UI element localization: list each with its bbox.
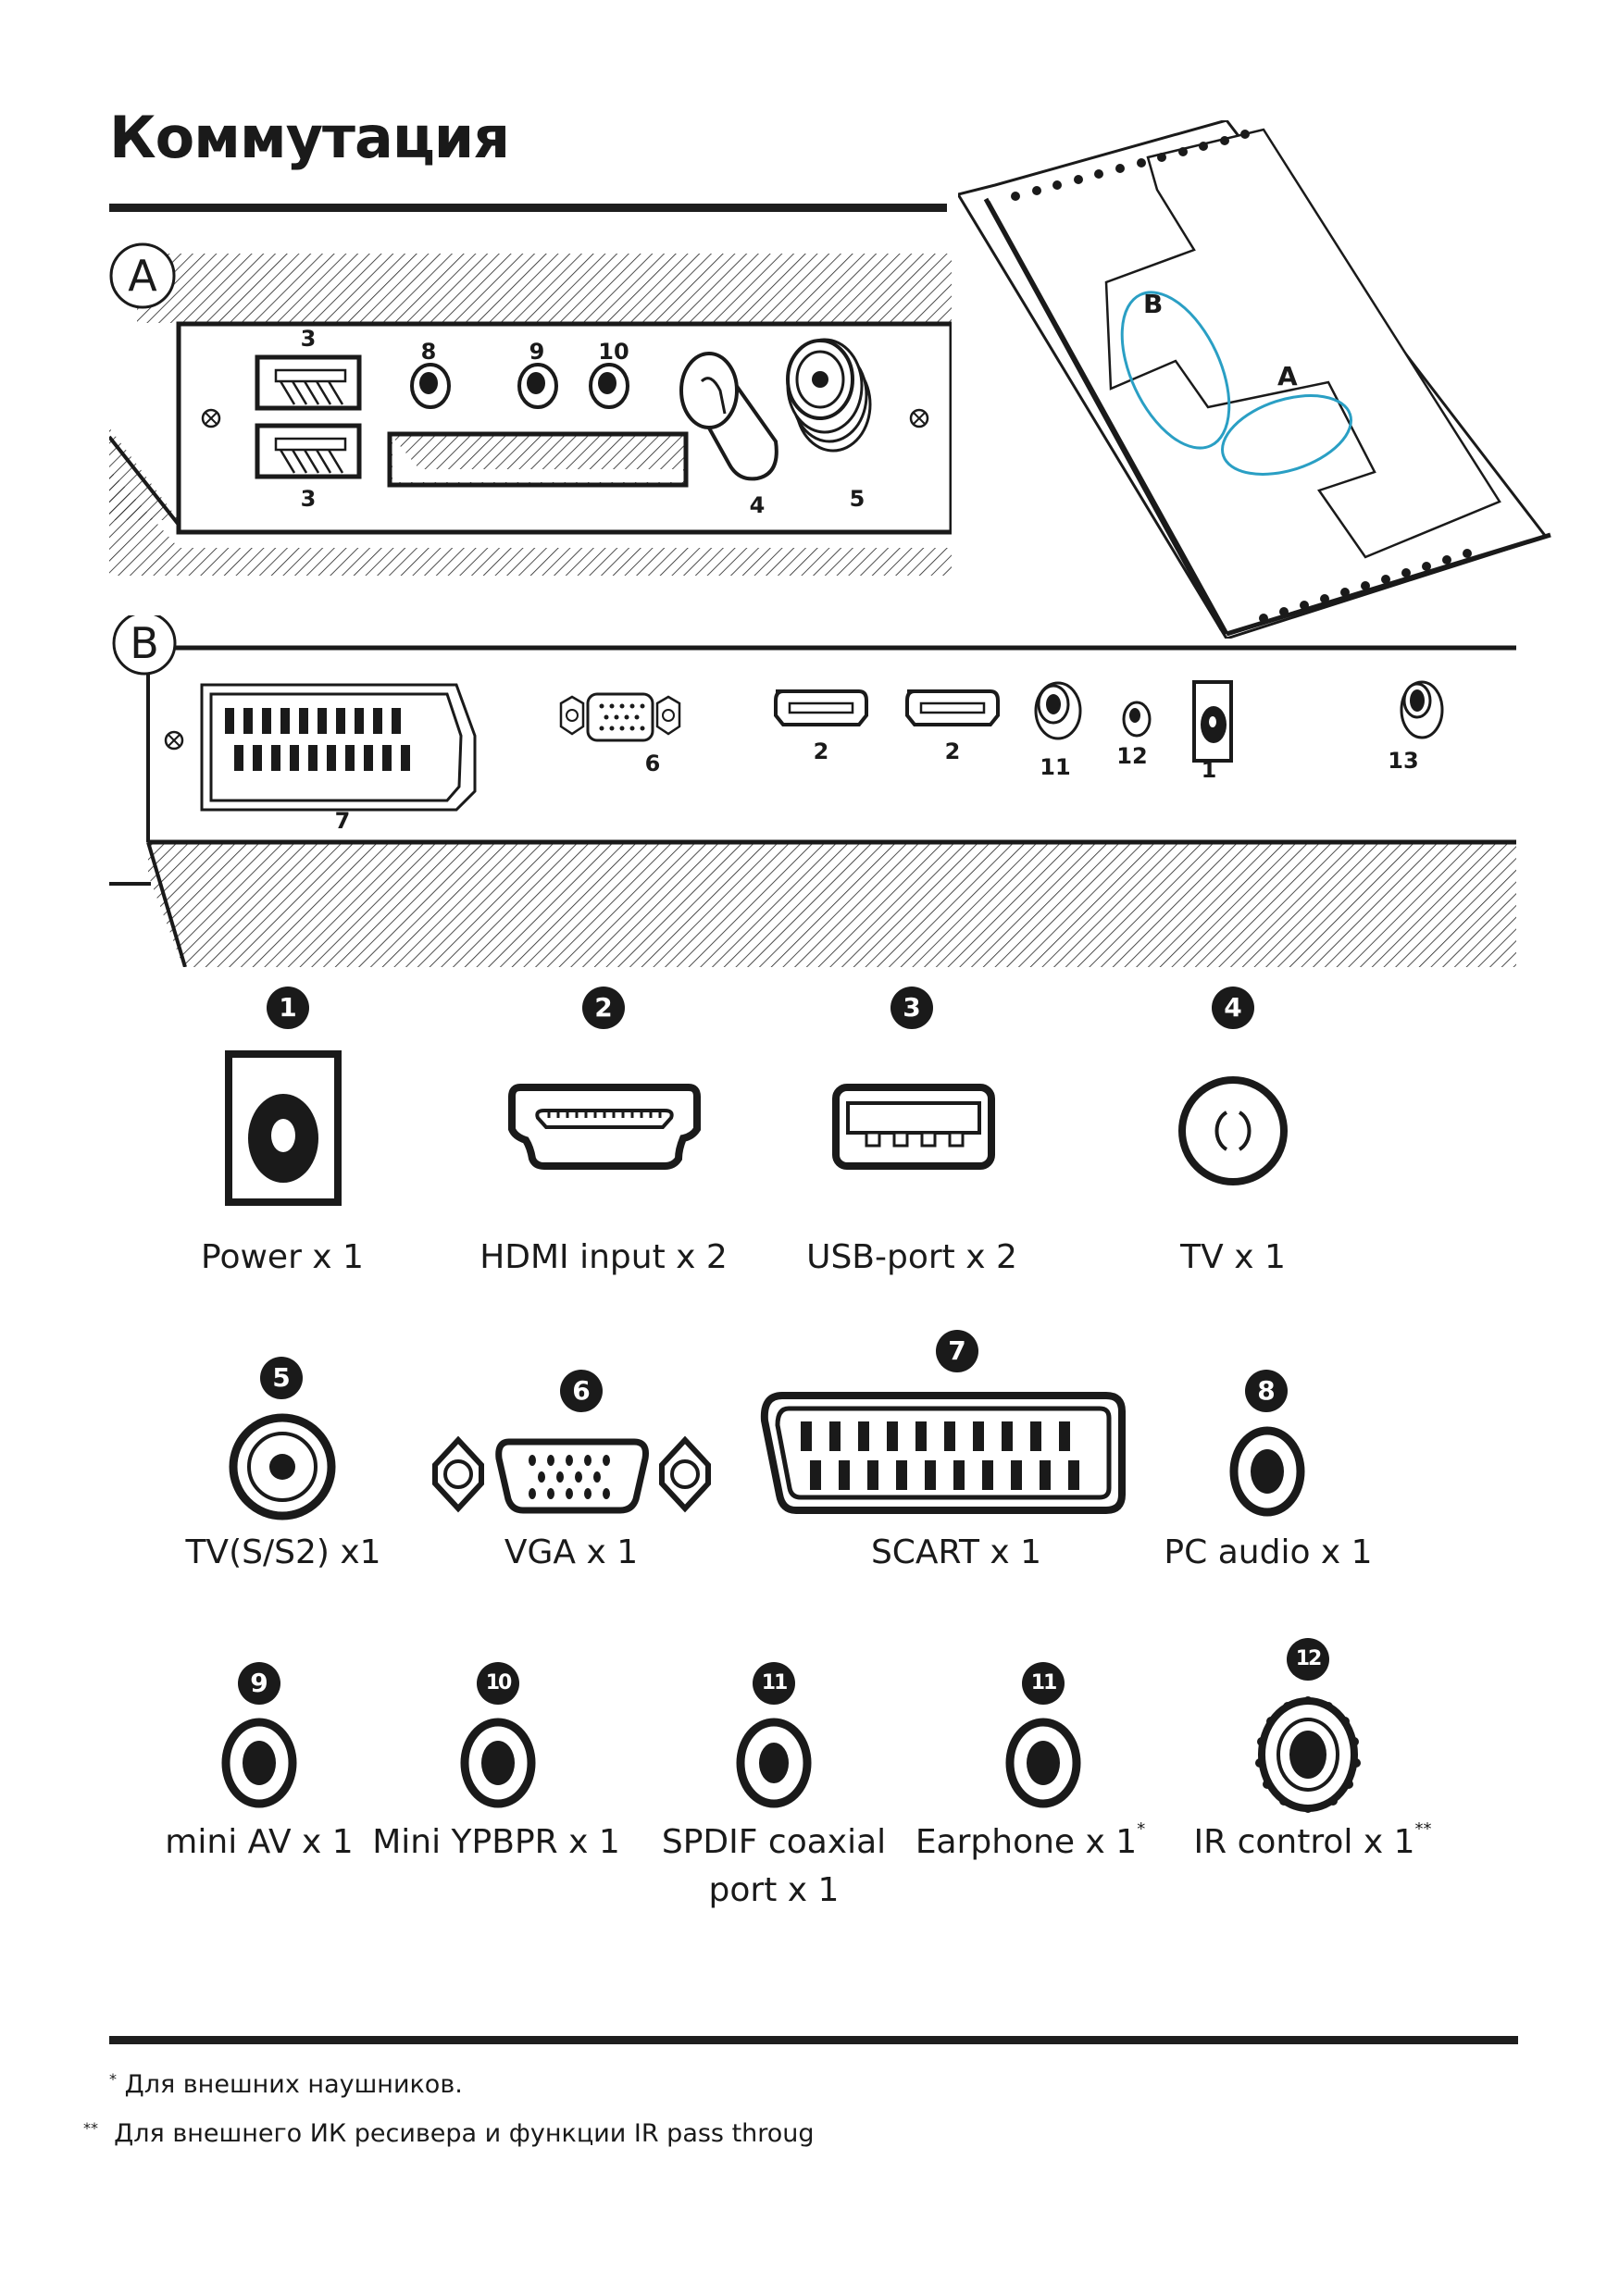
connector-label: Earphone x 1*: [915, 1819, 1145, 1861]
svg-text:5: 5: [850, 486, 866, 512]
scart-port-icon: [760, 1392, 1126, 1514]
hdmi-port-icon: [905, 689, 1000, 726]
hdmi-port-icon: [508, 1084, 701, 1170]
svg-text:6: 6: [645, 751, 661, 776]
scart-port-icon: [200, 683, 477, 812]
usb-port-icon: [255, 423, 362, 479]
footnote-mark: **: [1414, 1819, 1432, 1839]
svg-text:13: 13: [1388, 748, 1418, 774]
svg-text:10: 10: [598, 339, 629, 365]
number-badge: 9: [238, 1662, 280, 1705]
card-slot-icon: [387, 431, 689, 488]
svg-text:A: A: [1277, 361, 1298, 391]
highlight-b: [1120, 291, 1231, 450]
mini-ypbpr-jack-icon: [460, 1718, 536, 1808]
earphone-jack-icon: [1005, 1718, 1081, 1808]
svg-text:1: 1: [1202, 757, 1217, 783]
audio-jack-icon: [589, 363, 629, 409]
panel-b-diagram: B 7 6 2 2 11 12 1 13: [109, 615, 1516, 967]
tv-antenna-port-icon: [1178, 1076, 1288, 1185]
vga-port-icon: [432, 1435, 711, 1514]
audio-jack-icon: [410, 363, 451, 409]
connector-label: SPDIF coaxial: [661, 1823, 887, 1861]
spdif-jack-icon: [736, 1718, 812, 1808]
svg-text:3: 3: [301, 326, 317, 352]
number-badge: 11: [753, 1662, 795, 1705]
connector-label: USB-port x 2: [806, 1238, 1017, 1276]
connector-label: HDMI input x 2: [479, 1238, 728, 1276]
number-badge: 12: [1287, 1638, 1329, 1681]
panel-a-marker: A: [109, 242, 176, 309]
audio-jack-icon: [1229, 1426, 1305, 1517]
ir-control-jack-icon: [1255, 1696, 1361, 1813]
svg-text:3: 3: [301, 486, 317, 512]
tv-antenna-port-icon: [679, 352, 778, 481]
footnote: ** Для внешнего ИК ресивера и функции IR…: [83, 2119, 815, 2148]
number-badge: 5: [260, 1357, 303, 1399]
panel-a-diagram: A 3 3 8 9 10 4 5: [109, 242, 952, 576]
footnote-mark: **: [83, 2119, 98, 2137]
footnote-text: Для внешнего ИК ресивера и функции IR pa…: [114, 2119, 815, 2148]
power-jack-icon: [1192, 680, 1233, 763]
svg-text:11: 11: [1040, 754, 1070, 780]
svg-text:12: 12: [1116, 743, 1147, 769]
spdif-jack-icon: [1034, 681, 1082, 740]
svg-text:9: 9: [529, 339, 545, 365]
footnote-mark: *: [109, 2070, 117, 2088]
number-badge: 7: [936, 1330, 978, 1372]
connector-label: TV(S/S2) x1: [185, 1533, 381, 1571]
connector-label: Mini YPBPR x 1: [372, 1823, 620, 1861]
connector-label: SCART x 1: [870, 1533, 1042, 1571]
title-divider: [109, 204, 947, 212]
svg-text:8: 8: [421, 339, 437, 365]
usb-port-icon: [832, 1084, 995, 1170]
hdmi-port-icon: [774, 689, 868, 726]
footnote-text: Для внешних наушников.: [124, 2070, 463, 2099]
label-text: Earphone x 1: [915, 1823, 1138, 1861]
connector-label: Power x 1: [201, 1238, 364, 1276]
svg-text:B: B: [130, 618, 159, 668]
connector-label: PC audio x 1: [1164, 1533, 1373, 1571]
svg-text:B: B: [1143, 289, 1163, 319]
satellite-port-icon: [229, 1413, 336, 1520]
vga-port-icon: [559, 692, 681, 742]
number-badge: 10: [477, 1662, 519, 1705]
ir-control-jack-icon: [1122, 701, 1152, 738]
connector-label: IR control x 1**: [1193, 1819, 1432, 1861]
highlight-a: [1221, 394, 1352, 476]
number-badge: 8: [1245, 1370, 1288, 1412]
audio-jack-icon: [517, 363, 558, 409]
page-title: Коммутация: [109, 104, 510, 171]
footnote-mark: *: [1137, 1819, 1146, 1839]
earphone-jack-icon: [1400, 680, 1444, 739]
screw-icon: [164, 730, 184, 751]
footnote-divider: [109, 2036, 1518, 2044]
mini-av-jack-icon: [221, 1718, 297, 1808]
svg-text:4: 4: [750, 492, 766, 518]
screw-icon: [909, 408, 929, 428]
power-jack-icon: [225, 1050, 342, 1206]
screw-icon: [201, 408, 221, 428]
number-badge: 1: [267, 987, 309, 1029]
number-badge: 6: [560, 1370, 603, 1412]
svg-text:2: 2: [945, 738, 961, 764]
panel-b-marker: B: [112, 615, 177, 676]
satellite-port-icon: [786, 338, 872, 453]
svg-text:2: 2: [814, 738, 829, 764]
number-badge: 2: [582, 987, 625, 1029]
label-text: IR control x 1: [1193, 1823, 1415, 1861]
number-badge: 3: [890, 987, 933, 1029]
connector-label: TV x 1: [1180, 1238, 1286, 1276]
svg-text:7: 7: [335, 808, 351, 834]
tv-overview-diagram: B A: [958, 120, 1551, 639]
usb-port-icon: [255, 354, 362, 411]
number-badge: 11: [1022, 1662, 1065, 1705]
svg-text:A: A: [128, 251, 157, 301]
number-badge: 4: [1212, 987, 1254, 1029]
footnote: * Для внешних наушников.: [109, 2070, 463, 2099]
connector-label-line2: port x 1: [708, 1871, 840, 1909]
connector-label: VGA x 1: [504, 1533, 639, 1571]
connector-label: mini AV x 1: [165, 1823, 354, 1861]
